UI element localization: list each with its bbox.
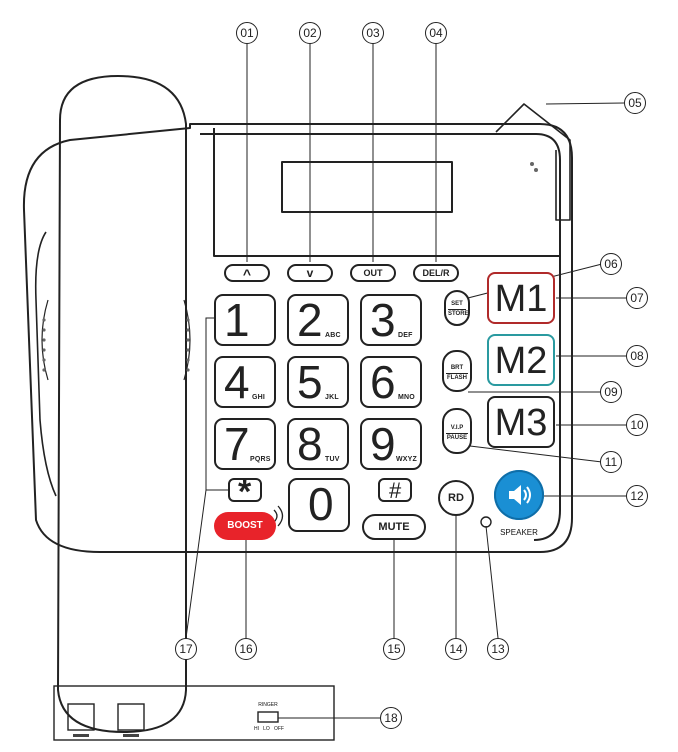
key-number: 3	[370, 294, 396, 346]
set-store-button[interactable]: SET STORE	[444, 290, 470, 326]
key-2[interactable]: 2 ABC	[287, 294, 349, 346]
mute-label: MUTE	[378, 521, 410, 533]
star-key[interactable]: *	[228, 474, 262, 510]
callout-05: 05	[624, 92, 646, 114]
callout-14: 14	[445, 638, 467, 660]
key-number: 6	[370, 356, 396, 408]
key-7[interactable]: 7 PQRS	[214, 418, 276, 470]
boost-button[interactable]: BOOST	[214, 512, 276, 540]
speaker-icon	[509, 485, 531, 505]
key-8[interactable]: 8 TUV	[287, 418, 349, 470]
key-letters: ABC	[325, 332, 341, 339]
callout-17: 17	[175, 638, 197, 660]
memory-key-m1[interactable]: M1	[487, 272, 555, 324]
callout-18: 18	[380, 707, 402, 729]
rd-label: RD	[448, 492, 464, 504]
down-button[interactable]: v	[287, 264, 333, 282]
callout-09: 09	[600, 381, 622, 403]
key-number: 4	[224, 356, 250, 408]
callout-13: 13	[487, 638, 509, 660]
key-number: 1	[224, 294, 250, 346]
ringer-options: HI LO OFF	[253, 726, 284, 732]
del-label: DEL/R	[422, 268, 450, 278]
key-letters: MNO	[398, 394, 415, 401]
hash-symbol: #	[389, 478, 402, 503]
brt-label: BRT	[450, 365, 464, 371]
callout-16: 16	[235, 638, 257, 660]
up-button[interactable]: ^	[224, 264, 270, 282]
key-letters: DEF	[398, 332, 413, 339]
key-letters: GHI	[252, 394, 266, 401]
key-letters: TUV	[325, 456, 340, 463]
key-number: 2	[297, 294, 323, 346]
store-label: STORE	[448, 309, 469, 317]
key-5[interactable]: 5 JKL	[287, 356, 349, 408]
brt-flash-button[interactable]: BRT FLASH	[442, 350, 472, 392]
hash-key[interactable]: #	[378, 478, 412, 503]
key-4[interactable]: 4 GHI	[214, 356, 276, 408]
out-button[interactable]: OUT	[350, 264, 396, 282]
callout-06: 06	[600, 253, 622, 275]
key-number: 5	[297, 356, 323, 408]
vip-pause-button[interactable]: V.I.P PAUSE	[442, 408, 472, 454]
callout-02: 02	[299, 22, 321, 44]
key-1[interactable]: 1	[214, 294, 276, 346]
vip-label: V.I.P	[450, 425, 464, 431]
callout-03: 03	[362, 22, 384, 44]
del-button[interactable]: DEL/R	[413, 264, 459, 282]
key-number: 8	[297, 418, 323, 470]
callout-15: 15	[383, 638, 405, 660]
ringer-label: RINGER	[258, 702, 278, 708]
pause-label: PAUSE	[446, 433, 468, 441]
up-arrow-icon: ^	[242, 266, 252, 282]
key-0[interactable]: 0	[288, 478, 350, 532]
callout-12: 12	[626, 485, 648, 507]
down-arrow-icon: v	[306, 266, 314, 280]
boost-label: BOOST	[227, 520, 263, 531]
callout-04: 04	[425, 22, 447, 44]
speaker-button[interactable]	[494, 470, 544, 520]
key-9[interactable]: 9 WXYZ	[360, 418, 422, 470]
callout-07: 07	[626, 287, 648, 309]
memory-key-m2[interactable]: M2	[487, 334, 555, 386]
speaker-label: SPEAKER	[500, 528, 538, 537]
redial-button[interactable]: RD	[438, 480, 474, 516]
key-number: 7	[224, 418, 250, 470]
callout-08: 08	[626, 345, 648, 367]
callout-11: 11	[600, 451, 622, 473]
callout-01: 01	[236, 22, 258, 44]
key-number: 9	[370, 418, 396, 470]
callout-10: 10	[626, 414, 648, 436]
key-letters: PQRS	[250, 456, 271, 463]
out-label: OUT	[363, 268, 383, 278]
key-number: 0	[308, 478, 334, 530]
key-3[interactable]: 3 DEF	[360, 294, 422, 346]
key-letters: WXYZ	[396, 456, 418, 463]
key-6[interactable]: 6 MNO	[360, 356, 422, 408]
mute-button[interactable]: MUTE	[362, 514, 426, 540]
set-label: SET	[451, 301, 463, 307]
star-symbol: *	[238, 473, 252, 511]
key-letters: JKL	[325, 394, 339, 401]
flash-label: FLASH	[446, 373, 468, 381]
memory-key-m3[interactable]: M3	[487, 396, 555, 448]
